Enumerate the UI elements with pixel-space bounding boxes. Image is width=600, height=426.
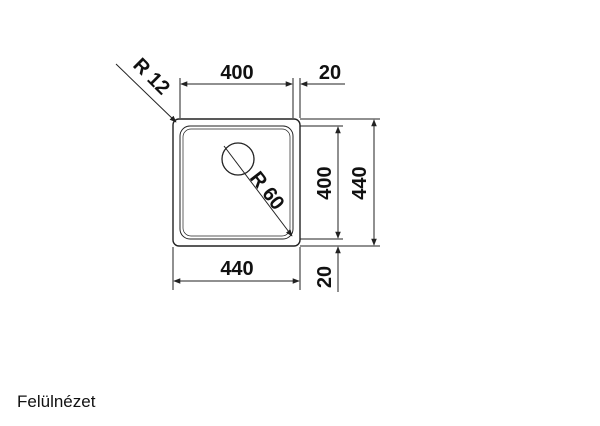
rim-bottom-label: 20 bbox=[314, 266, 336, 288]
bowl-radius-label: R 60 bbox=[245, 168, 288, 215]
overall-width-label: 440 bbox=[220, 258, 253, 280]
view-caption: Felülnézet bbox=[17, 392, 96, 411]
bowl-radius-leader bbox=[223, 145, 293, 237]
bowl-depth-label: 400 bbox=[314, 166, 336, 199]
drain-circle bbox=[221, 142, 255, 176]
bowl-width-label: 400 bbox=[220, 62, 253, 84]
bowl-edge bbox=[182, 128, 291, 237]
inner-bowl bbox=[179, 125, 294, 240]
overall-depth-label: 440 bbox=[349, 166, 371, 199]
sink-outline bbox=[172, 118, 301, 247]
extension-lines bbox=[172, 78, 380, 290]
dimension-arrows bbox=[115, 63, 377, 292]
outer-rim bbox=[172, 118, 301, 247]
corner-radius-label: R 12 bbox=[128, 54, 173, 99]
corner-radius-leader bbox=[115, 63, 177, 123]
rim-right-label: 20 bbox=[319, 62, 341, 84]
